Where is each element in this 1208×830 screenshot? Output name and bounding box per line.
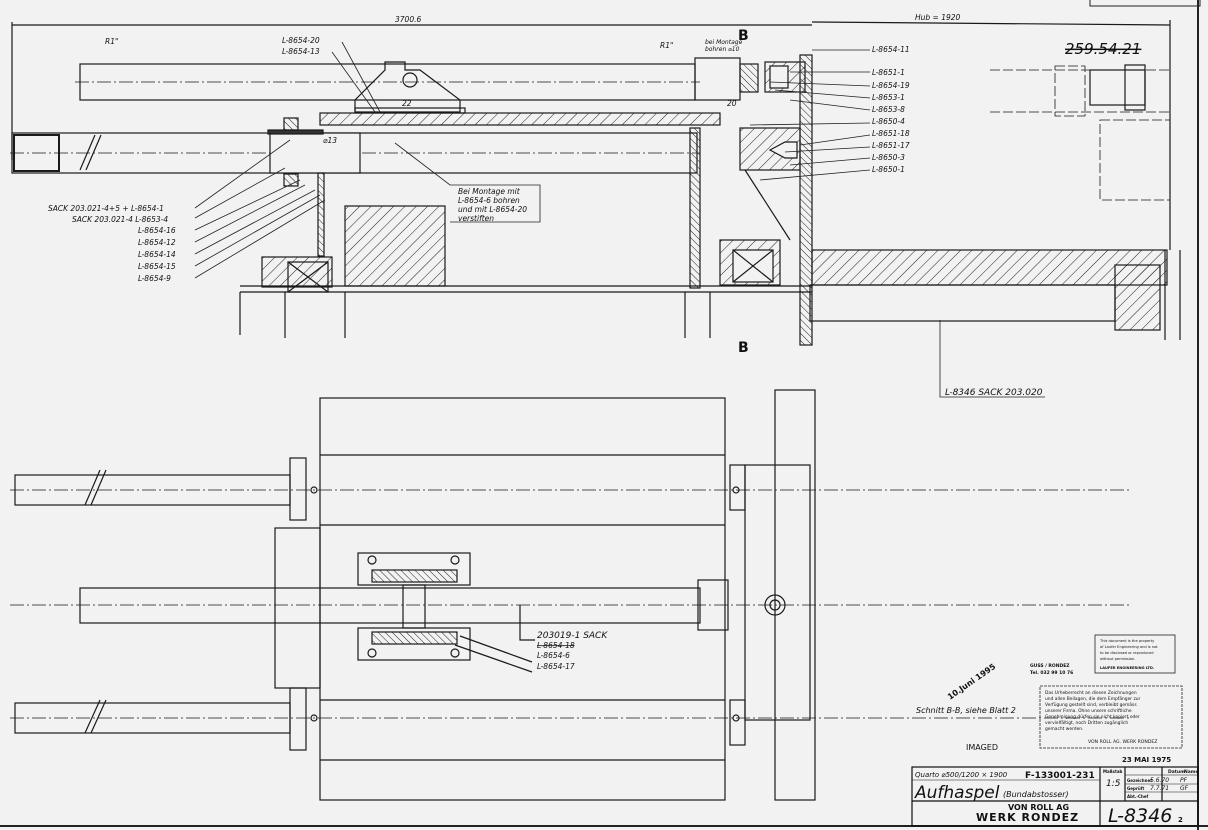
row-drawn-date: 5.6.70 xyxy=(1150,777,1169,784)
label-bottom-left-0: SACK 203.021-4+5 + L-8654-1 xyxy=(48,204,164,213)
dimension-overall-length: 3700.6 xyxy=(395,15,421,24)
label-right-8: L-8650-3 xyxy=(872,153,905,162)
label-right-0: L-8654-11 xyxy=(872,45,910,54)
column-date: Datum xyxy=(1168,769,1185,775)
confidential-box xyxy=(1094,634,1176,674)
dimension-r1-right: R1" xyxy=(660,41,673,50)
leader-lines xyxy=(194,41,1045,398)
company-name: VON ROLL AG xyxy=(1008,803,1069,812)
confidential-line-2: of Laufer Engineering and is not xyxy=(1100,645,1158,649)
row-checked-label: Geprüft xyxy=(1127,786,1144,791)
column-name: Name xyxy=(1184,769,1199,775)
label-right-3: L-8653-1 xyxy=(872,93,905,102)
confidential-line-1: This document is the property xyxy=(1099,639,1155,643)
plan-label-1: L-8654-18 xyxy=(537,641,575,650)
base-label: L-8346 SACK 203.020 xyxy=(945,388,1043,398)
confidential-line-4: without permission. xyxy=(1100,657,1135,661)
imaged-stamp: IMAGED xyxy=(966,743,998,752)
plan-labels: 203019-1 SACK L-8654-18 L-8654-6 L-8654-… xyxy=(537,631,608,671)
row-checked-name: GF xyxy=(1180,785,1189,792)
label-bottom-left-6: L-8654-9 xyxy=(138,274,171,283)
copyright-line-2: und allen Beilagen, die dem Empfänger zu… xyxy=(1045,696,1141,702)
label-right-4: L-8653-8 xyxy=(872,105,905,114)
works-name: WERK RONDEZ xyxy=(976,811,1079,824)
section-marker-top: B xyxy=(738,28,749,44)
notes-and-stamps: Schnitt B-B, siehe Blatt 2 IMAGED 10.Jun… xyxy=(916,634,1183,764)
drill-note-2: bohren ⌀10 xyxy=(705,46,740,53)
title-spec: Quarto ⌀500/1200 × 1900 xyxy=(915,771,1008,779)
scale-value: 1:5 xyxy=(1106,779,1121,789)
row-drawn-name: PF xyxy=(1180,777,1188,784)
drill-note-1: bei Montage xyxy=(705,39,743,46)
copyright-line-3: Verfügung gestellt sind, verbleibt gemäs… xyxy=(1045,702,1137,708)
elevation-labels: 3700.6 Hub = 1920 R1" R1" 22 20 ⌀13 B B … xyxy=(48,13,1141,398)
label-right-6: L-8651-18 xyxy=(872,129,910,138)
mounting-note-1: Bei Montage mit xyxy=(458,187,521,196)
row-drawn-label: Gezeichnet xyxy=(1127,778,1152,783)
dimension-13: ⌀13 xyxy=(323,136,337,145)
label-bottom-left-5: L-8654-15 xyxy=(138,262,176,271)
plan-label-3: L-8654-17 xyxy=(537,662,575,671)
row-checked-date: 7.7.71 xyxy=(1150,785,1169,792)
copyright-line-7: gemacht werden. xyxy=(1045,726,1083,732)
label-right-1: L-8651-1 xyxy=(872,68,905,77)
small-stamp-2: Tel. 032 99 10 76 xyxy=(1030,670,1073,676)
dimension-stroke: Hub = 1920 xyxy=(915,13,961,22)
label-top-left-1: L-8654-13 xyxy=(282,47,320,56)
label-right-9: L-8650-1 xyxy=(872,165,905,174)
label-right-7: L-8651-17 xyxy=(872,141,910,150)
drawing-number: L-8346 xyxy=(1108,805,1172,827)
small-stamp-1: GUSS / RONDEZ xyxy=(1030,663,1070,669)
label-top-left-0: L-8654-20 xyxy=(282,36,320,45)
label-bottom-left-4: L-8654-14 xyxy=(138,250,176,259)
plan-label-2: L-8654-6 xyxy=(537,651,570,660)
copyright-box xyxy=(1039,685,1183,749)
dimension-22: 22 xyxy=(402,99,412,108)
copyright-line-1: Das Urheberrecht an diesen Zeichnungen xyxy=(1045,690,1137,696)
label-right-2: L-8654-19 xyxy=(872,81,910,90)
mounting-note-3: und mit L-8654-20 xyxy=(458,205,527,214)
sheet-number: 2 xyxy=(1178,816,1183,824)
drawing-subtitle: (Bundabstosser) xyxy=(1003,790,1069,799)
title-order-number: F-133001-231 xyxy=(1025,771,1095,781)
section-marker-bottom: B xyxy=(738,340,749,356)
date-stamp: 10.Juni 1995 xyxy=(946,662,998,702)
plan-label-sack: 203019-1 SACK xyxy=(537,631,608,641)
title-block: Quarto ⌀500/1200 × 1900 F-133001-231 Auf… xyxy=(911,766,1199,827)
crossed-out-number: 259.54.21 xyxy=(1065,40,1141,58)
dimension-r1-left: R1" xyxy=(105,37,118,46)
confidential-line-3: to be disclosed or reproduced xyxy=(1100,651,1154,655)
dimension-20: 20 xyxy=(727,99,737,108)
row-dept-label: Abt.-Chef xyxy=(1127,794,1149,799)
mounting-note-2: L-8654-6 bohren xyxy=(458,196,520,205)
received-stamp: 23 MAI 1975 xyxy=(1122,756,1171,764)
section-note: Schnitt B-B, siehe Blatt 2 xyxy=(916,706,1016,715)
copyright-line-6: vervielfältigt, noch Dritten zugänglich xyxy=(1045,720,1128,726)
copyright-line-8: VON ROLL AG. WERK RONDEZ xyxy=(1088,739,1157,745)
label-bottom-left-3: L-8654-12 xyxy=(138,238,176,247)
mounting-note-4: verstiften xyxy=(458,214,494,223)
drawing-title: Aufhaspel xyxy=(914,783,1000,803)
label-right-5: L-8650-4 xyxy=(872,117,905,126)
plan-view xyxy=(10,389,1130,801)
copyright-line-5: Genehmigung dürfen sie nicht kopiert ode… xyxy=(1045,714,1140,720)
label-bottom-left-2: L-8654-16 xyxy=(138,226,176,235)
copyright-line-4: unserer Firma. Ohne unsere schriftliche xyxy=(1045,708,1132,714)
scale-label: Maßstab xyxy=(1103,769,1123,774)
label-bottom-left-1: SACK 203.021-4 L-8653-4 xyxy=(72,215,168,224)
elevation-view xyxy=(10,20,1181,346)
confidential-line-5: LAUFER ENGINEERING LTD. xyxy=(1100,666,1154,670)
